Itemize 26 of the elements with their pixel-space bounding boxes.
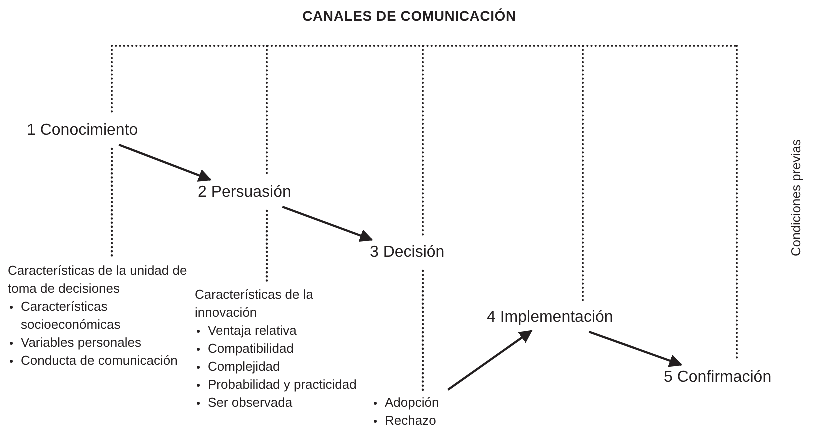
arrow (448, 330, 533, 391)
block-heading: Características de la unidad de toma de decisiones (8, 262, 188, 298)
list-item: Compatibilidad (208, 341, 294, 356)
diagram-title: CANALES DE COMUNICACIÓN (302, 8, 518, 24)
block-heading: Características de la innovación (195, 286, 314, 322)
list-item: Variables personales (21, 335, 142, 350)
side-label: Condiciones previas (788, 139, 804, 257)
list-item: Complejidad (208, 359, 280, 374)
list-item: Ser observada (208, 395, 293, 410)
dotted-connector (266, 210, 268, 284)
dotted-connector (110, 148, 114, 260)
arrow (588, 330, 683, 368)
list-item: Rechazo (385, 413, 436, 428)
stage-label: 4 Implementación (487, 308, 614, 328)
list-item: Ventaja relativa (208, 323, 297, 338)
stage-label: 3 Decisión (370, 243, 445, 263)
arrow (118, 144, 212, 182)
list-item: Conducta de comunicación (21, 353, 178, 368)
arrow (282, 206, 374, 242)
stage-label: 1 Conocimiento (27, 121, 138, 141)
dotted-connector (422, 270, 424, 392)
list-item: Características socioeconómicas (21, 299, 121, 332)
stage-label: 5 Confirmación (664, 368, 772, 388)
list-item: Adopción (385, 395, 440, 410)
stage-label: 2 Persuasión (198, 183, 292, 203)
list-item: Probabilidad y practicidad (208, 377, 357, 392)
